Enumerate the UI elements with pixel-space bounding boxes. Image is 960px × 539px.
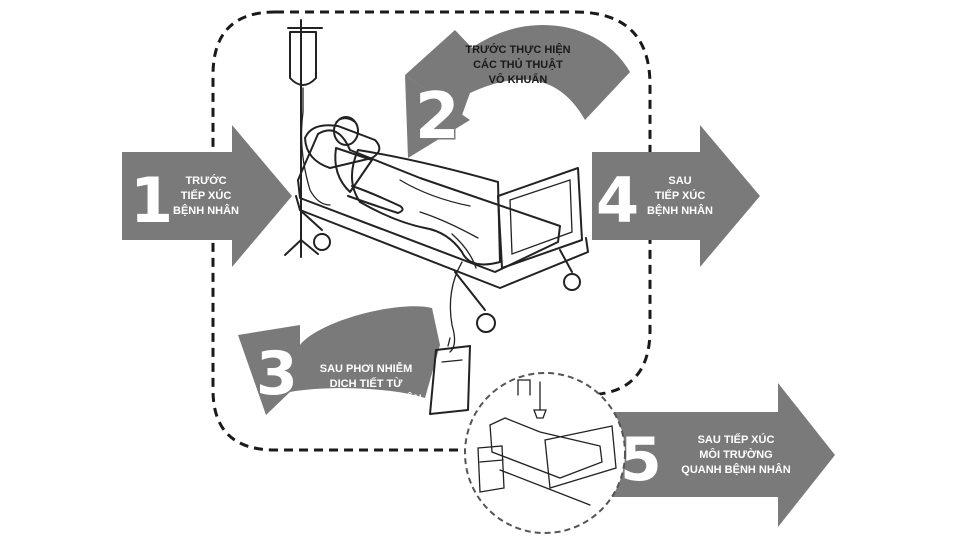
step-2-line-1: TRƯỚC THỰC HIỆN xyxy=(465,43,570,56)
step-3-line-3: CƠ THỂ BỆNH NHÂN xyxy=(310,392,421,405)
step-1-line-3: BỆNH NHÂN xyxy=(173,204,239,217)
step-3-number: 3 xyxy=(256,339,298,409)
empty-bed-icon xyxy=(477,379,617,506)
step-2-line-3: VÔ KHUẨN xyxy=(489,73,548,86)
hospital-bed-icon xyxy=(295,124,589,333)
iv-drip-icon xyxy=(284,19,331,258)
step-4-number: 4 xyxy=(596,164,639,237)
step-3-line-2: DỊCH TIẾT TỪ xyxy=(330,377,404,390)
step-5-line-1: SAU TIẾP XÚC xyxy=(698,433,775,446)
step-2-number: 2 xyxy=(415,80,460,154)
step-4-line-3: BỆNH NHÂN xyxy=(647,204,713,217)
step-5-arrow: 5 SAU TIẾP XÚC MÔI TRƯỜNG QUANH BỆNH NHÂ… xyxy=(600,383,835,527)
step-4-arrow: 4 SAU TIẾP XÚC BỆNH NHÂN xyxy=(592,125,760,267)
step-4-line-1: SAU xyxy=(668,175,691,187)
step-1-arrow: 1 TRƯỚC TIẾP XÚC BỆNH NHÂN xyxy=(122,125,292,267)
step-3-arrow: 3 SAU PHƠI NHIỄM DỊCH TIẾT TỪ CƠ THỂ BỆN… xyxy=(238,306,440,415)
step-2-arrow: 2 TRƯỚC THỰC HIỆN CÁC THỦ THUẬT VÔ KHUẨN xyxy=(405,25,630,158)
step-2-line-2: CÁC THỦ THUẬT xyxy=(473,58,563,71)
step-5-number: 5 xyxy=(620,425,662,495)
environment-circle xyxy=(464,372,626,534)
step-1-line-2: TIẾP XÚC xyxy=(181,189,232,202)
urine-bag-icon xyxy=(429,261,471,415)
step-5-line-3: QUANH BỆNH NHÂN xyxy=(681,463,790,476)
patient-icon xyxy=(333,116,501,269)
step-1-number: 1 xyxy=(130,164,173,237)
step-4-line-2: TIẾP XÚC xyxy=(655,189,706,202)
step-1-line-1: TRƯỚC xyxy=(185,174,226,187)
step-5-line-2: MÔI TRƯỜNG xyxy=(699,448,773,461)
step-3-line-1: SAU PHƠI NHIỄM xyxy=(320,362,413,375)
